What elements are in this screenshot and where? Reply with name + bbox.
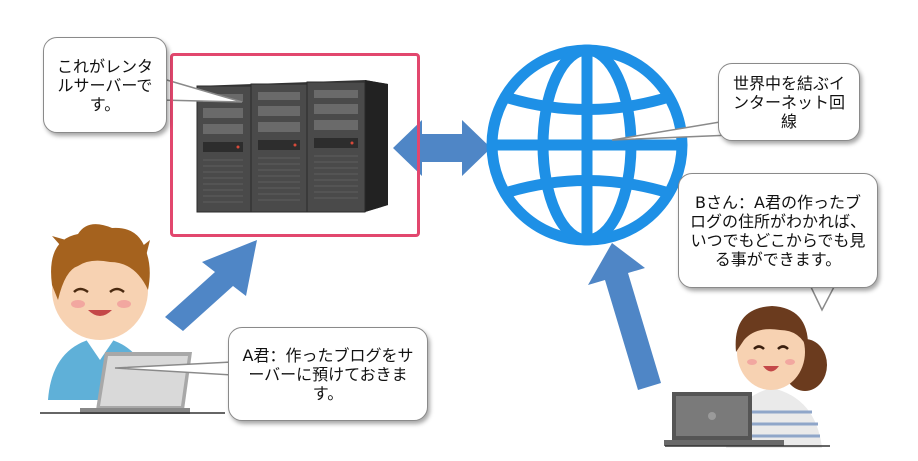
upload-arrow-icon <box>165 240 257 331</box>
globe-icon <box>486 44 688 246</box>
server-highlight-frame <box>170 53 420 237</box>
user-b-speech-bubble: Bさん：A君の作ったブログの住所がわかれば、いつでもどこからでも見る事ができます… <box>678 173 878 288</box>
network-bubble-text: 世界中を結ぶインターネット回線 <box>732 73 845 131</box>
girl-with-laptop-icon <box>664 306 830 448</box>
boy-with-laptop-icon <box>40 224 225 414</box>
server-speech-bubble: これがレンタルサーバーです。 <box>43 37 167 133</box>
access-arrow-icon <box>588 243 661 390</box>
network-speech-bubble: 世界中を結ぶインターネット回線 <box>718 63 860 141</box>
server-bubble-text: これがレンタルサーバーです。 <box>56 56 153 114</box>
user-a-bubble-text: A君：作ったブログをサーバーに預けておきます。 <box>242 345 414 403</box>
server-rack-icon <box>196 80 388 213</box>
user-b-bubble-text: Bさん：A君の作ったブログの住所がわかれば、いつでもどこからでも見る事ができます… <box>689 192 866 269</box>
user-a-speech-bubble: A君：作ったブログをサーバーに預けておきます。 <box>228 327 428 421</box>
